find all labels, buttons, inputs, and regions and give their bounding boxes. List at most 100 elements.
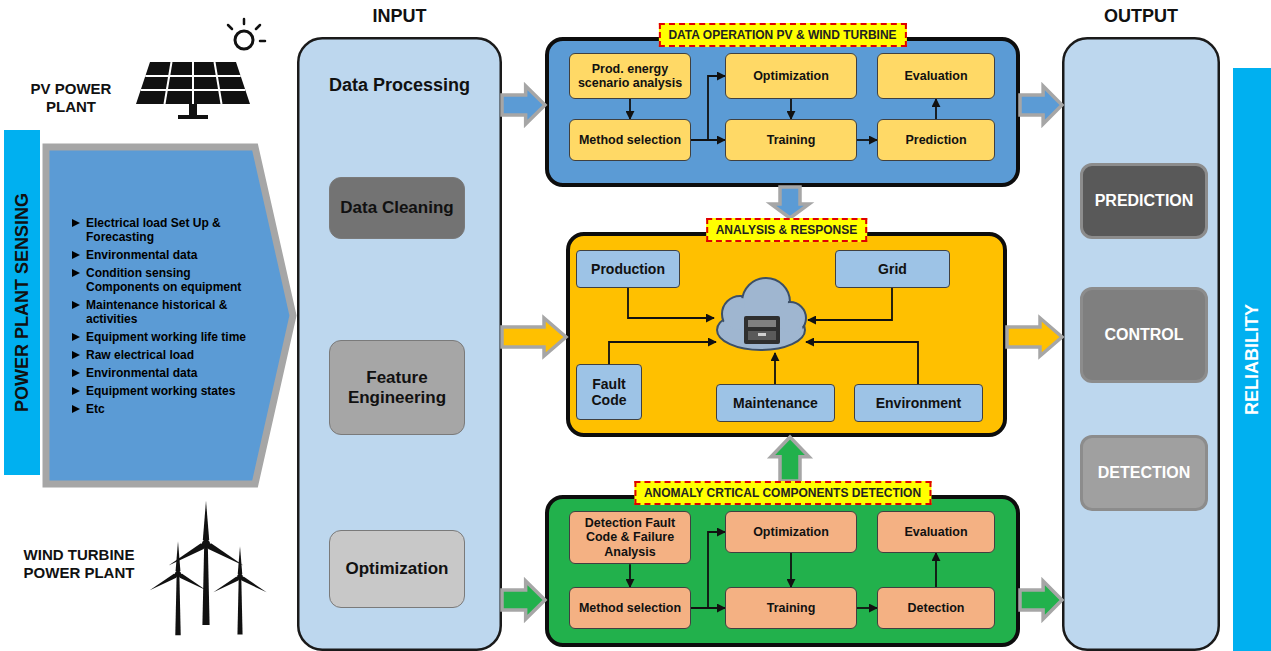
block-arrow: [502, 318, 566, 356]
process-box: Optimization: [725, 53, 857, 99]
box-label: Prediction: [905, 133, 966, 147]
bullet-item: Etc: [72, 402, 247, 416]
block-arrow: [771, 437, 809, 481]
process-box: Production: [576, 250, 680, 288]
sensing-arrow-box: Electrical load Set Up & ForecastingEnvi…: [42, 143, 297, 488]
box-label: Optimization: [753, 69, 829, 83]
flow-arrow: [935, 553, 937, 587]
panel-title: DATA OPERATION PV & WIND TURBINE: [658, 23, 906, 47]
box-label: Prod. energy scenario analysis: [575, 62, 685, 91]
process-box: Prod. energy scenario analysis: [569, 53, 691, 99]
output-box: PREDICTION: [1080, 163, 1208, 239]
band-label: RELIABILITY: [1242, 304, 1263, 415]
cloud-server-icon: [717, 278, 806, 350]
side-band: RELIABILITY: [1233, 68, 1271, 651]
block-arrow: [1020, 86, 1062, 124]
solar-panel-icon: [136, 19, 265, 119]
box-label: DETECTION: [1098, 464, 1190, 482]
box-label: Training: [767, 601, 816, 615]
plant-label: PV POWER PLANT: [10, 80, 132, 116]
box-label: Optimization: [753, 525, 829, 539]
side-band: POWER PLANT SENSING: [4, 130, 40, 475]
arrow-outline: [42, 143, 297, 488]
block-arrow: [1020, 581, 1062, 619]
process-box: Method selection: [569, 587, 691, 629]
process-box: Training: [725, 587, 857, 629]
flow-arrow: [691, 76, 725, 140]
flow-arrow: [629, 99, 631, 119]
panel-title: ANALYSIS & RESPONSE: [706, 218, 868, 242]
bullet-item: Condition sensing Components on equipmen…: [72, 266, 247, 294]
process-box: Detection: [877, 587, 995, 629]
process-panel: Detection Fault Code & Failure AnalysisM…: [545, 495, 1020, 647]
box-label: Feature Engineering: [335, 368, 459, 407]
process-box: Grid: [835, 250, 950, 288]
panel-background: [568, 234, 1005, 435]
process-panel: Prod. energy scenario analysisMethod sel…: [545, 37, 1020, 187]
flow-arrow: [790, 99, 792, 119]
column-heading: INPUT: [297, 6, 502, 27]
box-label: Production: [591, 261, 665, 277]
input-step-box: Feature Engineering: [329, 340, 465, 435]
output-box: CONTROL: [1080, 287, 1208, 383]
bullet-item: Equipment working life time: [72, 330, 247, 344]
box-label: Training: [767, 133, 816, 147]
box-label: Grid: [878, 261, 907, 277]
box-label: Method selection: [579, 601, 681, 615]
wind-turbine-icon: [149, 501, 268, 635]
box-label: Environment: [876, 395, 962, 411]
box-label: Evaluation: [904, 69, 967, 83]
process-box: Prediction: [877, 119, 995, 161]
box-label: Method selection: [579, 133, 681, 147]
process-box: Evaluation: [877, 511, 995, 553]
block-arrow: [502, 86, 545, 124]
process-box: Fault Code: [576, 364, 642, 420]
process-box: Detection Fault Code & Failure Analysis: [569, 511, 691, 564]
flow-arrow: [629, 564, 631, 587]
block-arrow: [1007, 318, 1062, 356]
band-label: POWER PLANT SENSING: [12, 193, 33, 412]
process-box: Method selection: [569, 119, 691, 161]
bullet-item: Equipment working states: [72, 384, 247, 398]
bullet-item: Maintenance historical & activities: [72, 298, 247, 326]
flow-arrow: [691, 532, 725, 608]
process-box: Evaluation: [877, 53, 995, 99]
block-arrow: [771, 187, 809, 218]
bullet-item: Electrical load Set Up & Forecasting: [72, 216, 247, 244]
flow-arrow: [935, 99, 937, 119]
flow-arrow: [691, 607, 725, 609]
box-label: Detection Fault Code & Failure Analysis: [575, 516, 685, 559]
flow-arrow: [857, 607, 877, 609]
block-arrow: [502, 581, 545, 619]
flow-arrow: [857, 139, 877, 141]
panel-background: [547, 497, 1018, 645]
bullet-item: Environmental data: [72, 366, 247, 380]
input-step-box: Data Cleaning: [329, 177, 465, 239]
process-box: Optimization: [725, 511, 857, 553]
panel-background: [547, 39, 1018, 185]
process-panel: Production GridFault CodeMaintenance Envir…: [566, 232, 1007, 437]
flow-arrow: [790, 553, 792, 587]
column-background: [1063, 38, 1219, 650]
box-label: Fault Code: [582, 376, 636, 408]
arrow-shape: [46, 147, 293, 484]
bullet-item: Raw electrical load: [72, 348, 247, 362]
box-label: Optimization: [346, 559, 449, 579]
plant-label: WIND TURBINE POWER PLANT: [8, 546, 150, 582]
box-label: PREDICTION: [1095, 192, 1194, 210]
process-box: Training: [725, 119, 857, 161]
flow-arrow: [691, 139, 725, 141]
box-label: Data Cleaning: [340, 198, 453, 218]
process-box: Environment: [854, 384, 983, 422]
output-box: DETECTION: [1080, 435, 1208, 511]
panel-title: ANOMALY CRTICAL COMPONENTS DETECTION: [634, 481, 931, 505]
process-box: Maintenance: [716, 384, 835, 422]
column-background: [298, 38, 501, 650]
cloud-feed-lines: [609, 288, 918, 384]
box-label: Detection: [908, 601, 965, 615]
input-step-box: Optimization: [329, 530, 465, 608]
column-label: Data Processing: [328, 75, 472, 97]
box-label: Evaluation: [904, 525, 967, 539]
box-label: Maintenance: [733, 395, 818, 411]
